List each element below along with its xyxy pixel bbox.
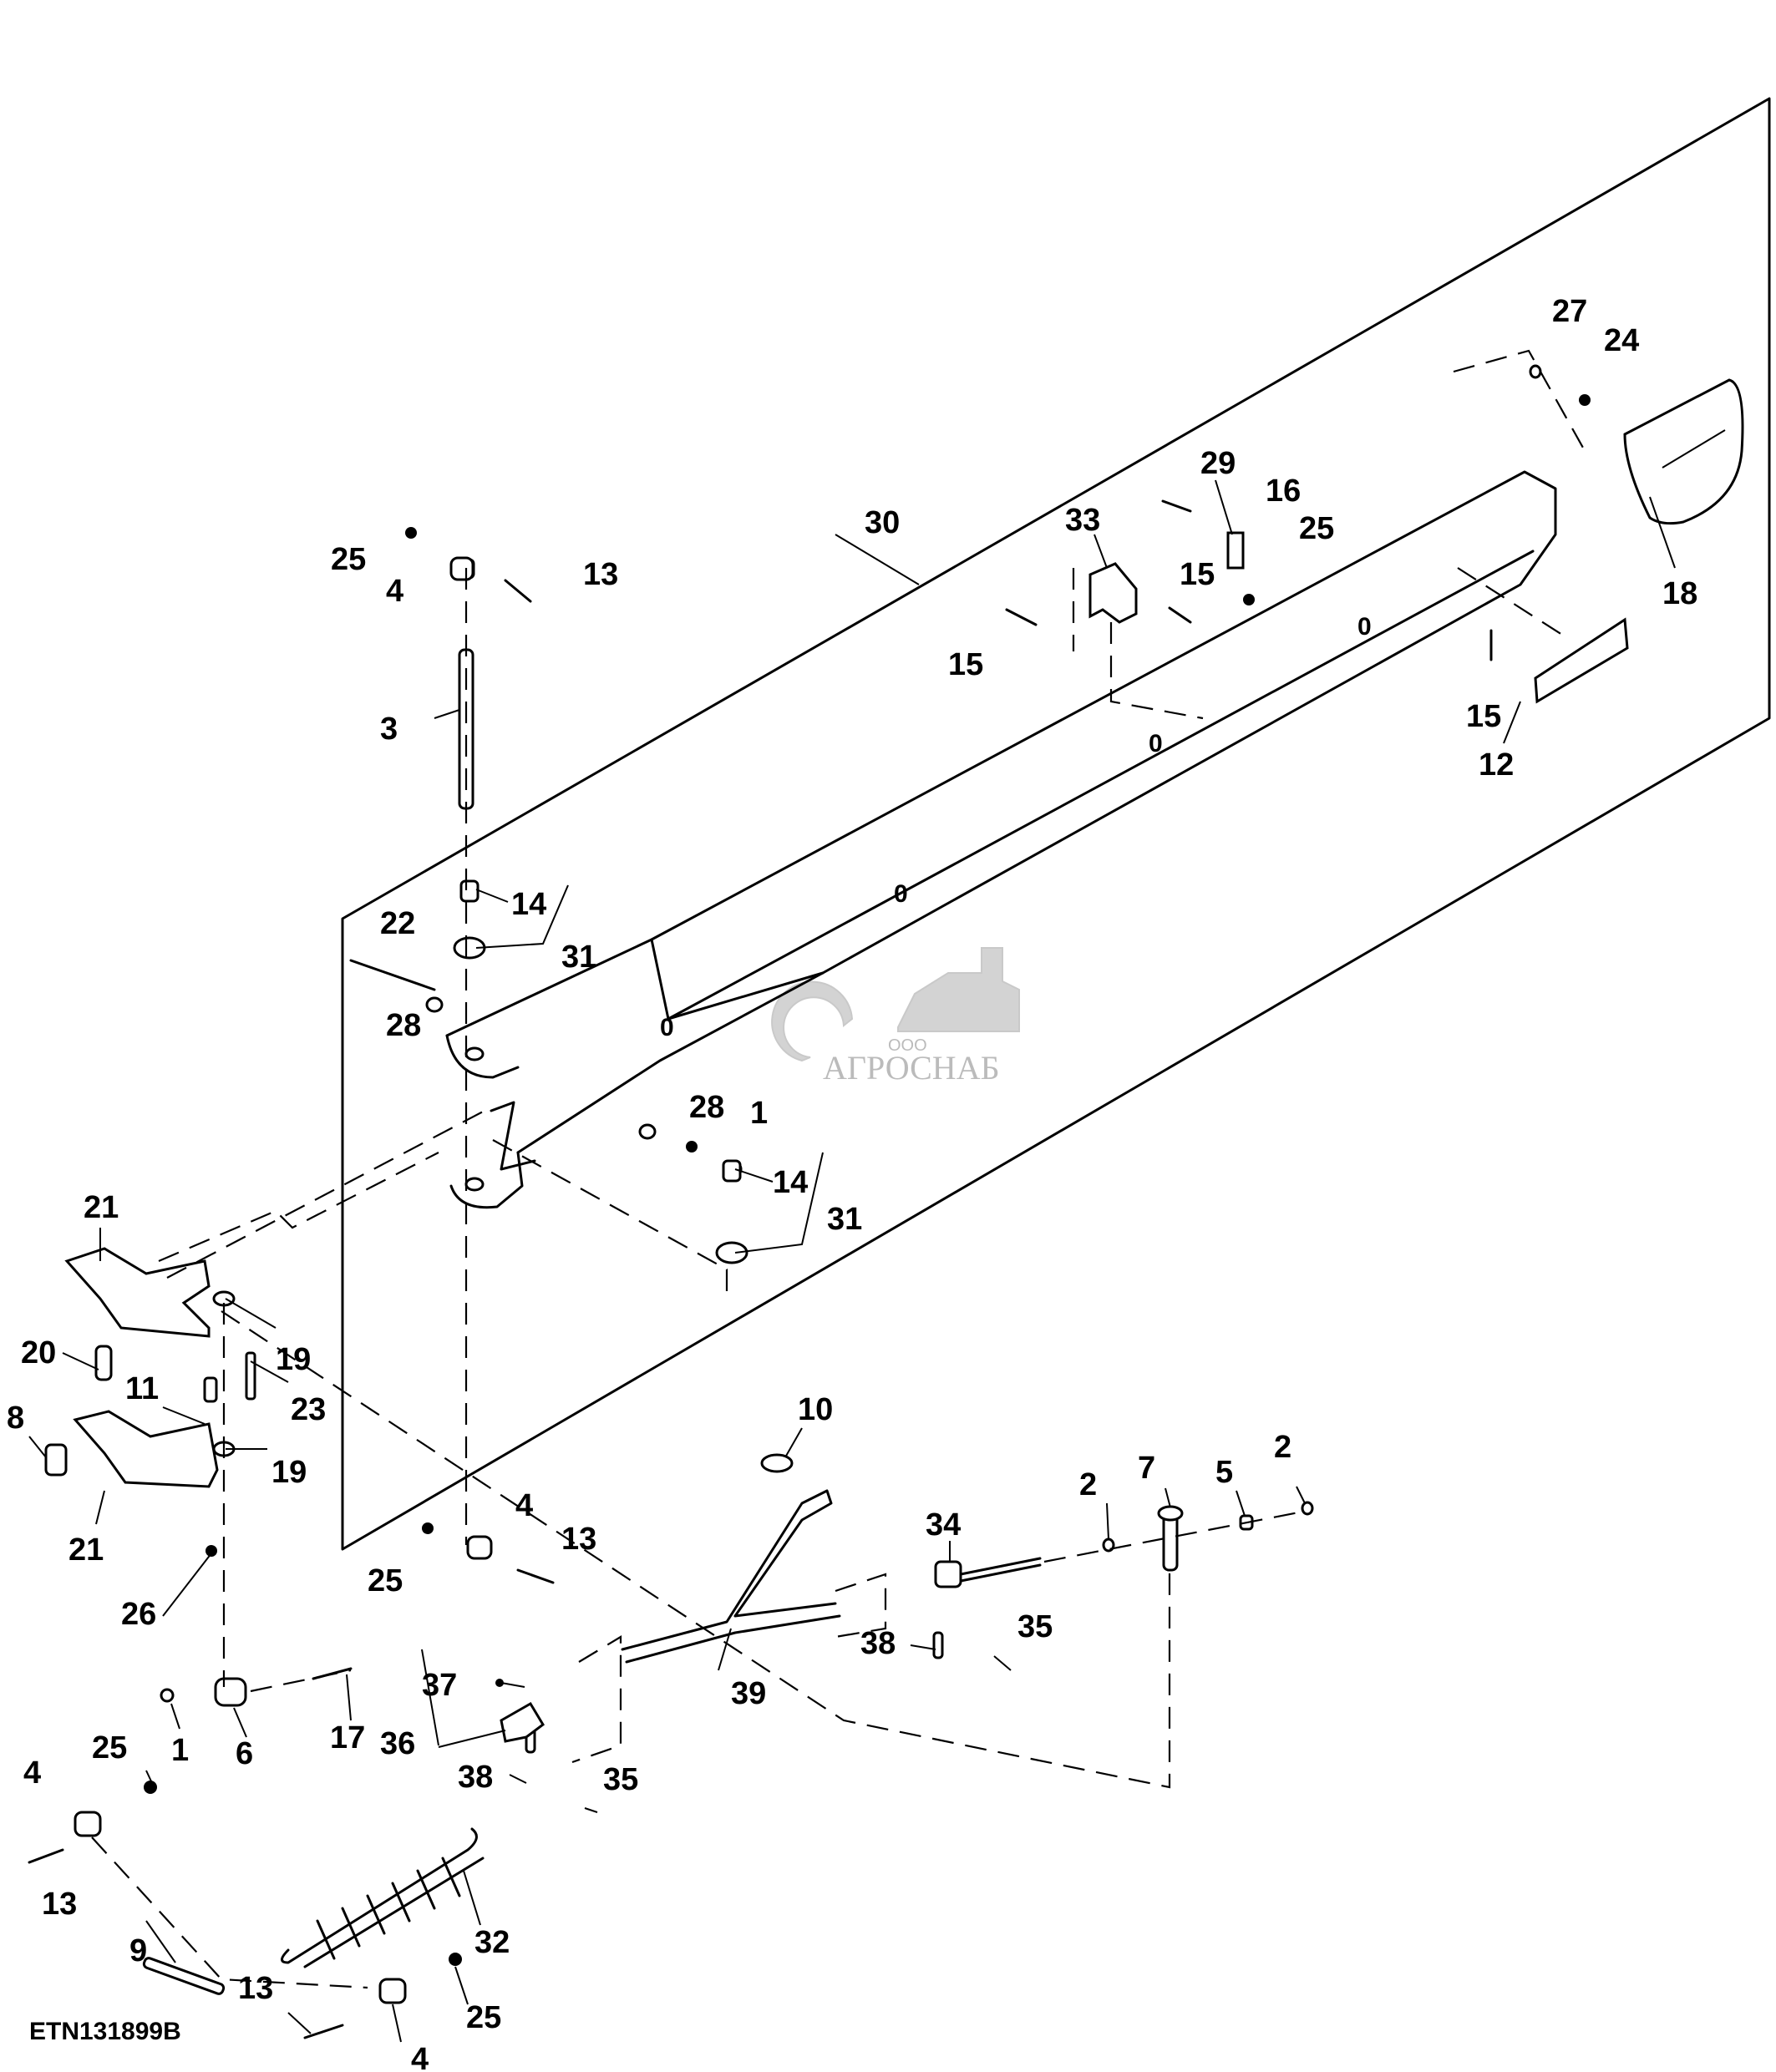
callout-25: 25 [466,2000,501,2035]
callout-2: 2 [1079,1467,1097,1502]
callout-4: 4 [386,574,403,609]
callout-3: 3 [380,712,398,747]
callout-13: 13 [42,1887,77,1922]
callout-16: 16 [1266,474,1301,509]
callout-19: 19 [271,1455,307,1490]
callout-25: 25 [1299,511,1334,546]
callout-19: 19 [276,1342,311,1377]
callout-15: 15 [1180,557,1215,592]
background-panel [341,97,1771,1551]
callout-28: 28 [386,1008,421,1043]
callout-23: 23 [291,1392,326,1427]
callout-32: 32 [474,1925,510,1960]
leader-lines [28,479,1676,2043]
callout-4: 4 [515,1488,533,1523]
svg-text:0: 0 [1149,730,1163,757]
callout-28: 28 [689,1090,724,1125]
boom-beam: 0 0 0 0 [445,470,1557,1209]
callout-38: 38 [860,1626,896,1661]
callout-31: 31 [561,940,596,975]
callout-21: 21 [69,1532,104,1568]
clevis [934,1560,962,1588]
watermark-prefix: ООО [888,1036,927,1055]
callout-38: 38 [458,1760,493,1795]
callout-15: 15 [1466,699,1501,734]
callout-9: 9 [129,1933,147,1968]
callout-35: 35 [1017,1609,1053,1644]
pin-9 [142,1957,226,1995]
callout-4: 4 [23,1755,41,1791]
callout-20: 20 [21,1335,56,1370]
watermark-name: АГРОСНАБ [823,1049,1000,1087]
callout-21: 21 [84,1190,119,1225]
callout-13: 13 [561,1522,596,1557]
callout-37: 37 [422,1668,457,1703]
callout-10: 10 [798,1392,833,1427]
callout-8: 8 [7,1401,24,1436]
svg-text:0: 0 [660,1014,674,1041]
callout-31: 31 [827,1202,862,1237]
callout-27: 27 [1552,294,1587,329]
end-cap [1623,378,1744,525]
callout-6: 6 [236,1736,253,1771]
callout-33: 33 [1065,503,1100,538]
callout-14: 14 [773,1165,808,1200]
callout-22: 22 [380,906,415,941]
callout-1: 1 [750,1096,768,1131]
assembly-lines [91,349,1588,1989]
callout-24: 24 [1604,323,1639,358]
callout-18: 18 [1662,576,1697,611]
link [621,1489,837,1651]
bushing [214,1677,247,1707]
watermark-combine-icon [897,947,1020,1032]
callout-17: 17 [330,1720,365,1755]
callout-5: 5 [1215,1455,1233,1490]
callout-11: 11 [125,1371,159,1406]
callout-25: 25 [368,1563,403,1598]
watermark-gear-icon [771,980,854,1062]
callout-39: 39 [731,1676,766,1711]
watermark: ООО АГРОСНАБ [771,947,1020,1087]
callout-13: 13 [583,557,618,592]
callout-29: 29 [1200,446,1236,481]
callout-15: 15 [948,647,983,682]
callout-35: 35 [603,1762,638,1797]
callout-labels: 25 4 13 3 30 33 29 16 25 15 15 15 27 24 … [7,294,1697,2072]
callout-25: 25 [92,1730,127,1766]
callout-25: 25 [331,542,366,577]
cam [760,1453,794,1473]
lower-bracket [500,1701,545,1743]
callout-2: 2 [1274,1430,1291,1465]
callout-12: 12 [1479,747,1514,783]
svg-text:0: 0 [894,880,908,908]
callout-7: 7 [1138,1451,1155,1486]
callout-14: 14 [511,887,546,922]
upper-plate [64,1247,211,1338]
callout-13: 13 [238,1971,273,2006]
svg-text:0: 0 [1357,613,1372,641]
callout-34: 34 [926,1507,961,1543]
callout-26: 26 [121,1597,156,1632]
bracket [1088,562,1138,624]
callout-36: 36 [380,1726,415,1761]
callout-4: 4 [411,2042,429,2072]
spring [281,1827,485,1968]
decal [1534,617,1629,704]
callout-30: 30 [865,505,900,540]
callout-1: 1 [171,1733,189,1768]
figure-code: ETN131899B [29,2018,181,2045]
lower-plate [73,1410,219,1488]
clip [1226,531,1245,570]
